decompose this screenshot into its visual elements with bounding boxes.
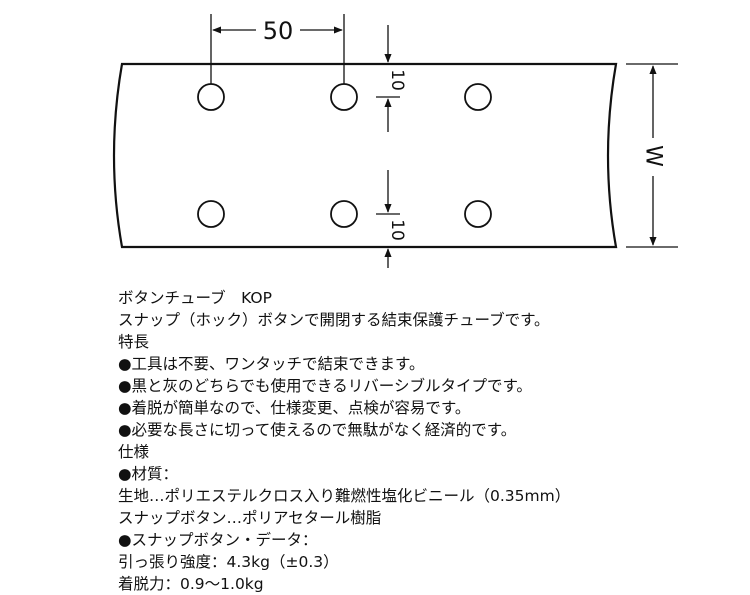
pitch-label: 50	[263, 17, 294, 45]
feature-item: ●黒と灰のどちらでも使用できるリバーシブルタイプです。	[118, 377, 532, 395]
button-hole	[464, 200, 492, 228]
button-hole	[197, 83, 225, 111]
button-hole	[464, 83, 492, 111]
edge-offset-bottom-dimension	[376, 170, 400, 268]
tube-outline	[112, 62, 618, 249]
feature-item: ●必要な長さに切って使えるので無駄がなく経済的です。	[118, 421, 517, 439]
button-holes	[197, 83, 492, 228]
feature-item: ●工具は不要、ワンタッチで結束できます。	[118, 355, 425, 373]
product-spec-text: ボタンチューブ KOP スナップ（ホック）ボタンで開閉する結束保護チューブです。…	[118, 287, 738, 595]
material-base: 生地…ポリエステルクロス入り難燃性塩化ビニール（0.35mm）	[118, 487, 571, 505]
tube-dimension-drawing: 50 10 10 W	[112, 14, 678, 268]
edge-offset-top-label: 10	[387, 69, 407, 91]
material-button: スナップボタン…ポリアセタール樹脂	[118, 509, 382, 527]
product-description: スナップ（ホック）ボタンで開閉する結束保護チューブです。	[118, 311, 550, 329]
button-hole	[330, 200, 358, 228]
feature-item: ●着脱が簡単なので、仕様変更、点検が容易です。	[118, 399, 471, 417]
button-data-heading: ●スナップボタン・データ：	[118, 531, 318, 549]
specs-heading: 仕様	[118, 443, 150, 461]
tensile-strength: 引っ張り強度：4.3kg（±0.3）	[118, 553, 339, 571]
button-hole	[330, 83, 358, 111]
edge-offset-bottom-label: 10	[387, 219, 407, 241]
width-label: W	[641, 145, 666, 167]
material-heading: ●材質：	[118, 465, 179, 483]
pitch-dimension	[210, 14, 345, 84]
features-heading: 特長	[118, 333, 150, 351]
width-dimension	[626, 63, 678, 248]
button-hole	[197, 200, 225, 228]
edge-offset-top-dimension	[376, 25, 400, 132]
product-title: ボタンチューブ KOP	[118, 289, 272, 307]
detach-force: 着脱力：0.9～1.0kg	[118, 575, 264, 593]
